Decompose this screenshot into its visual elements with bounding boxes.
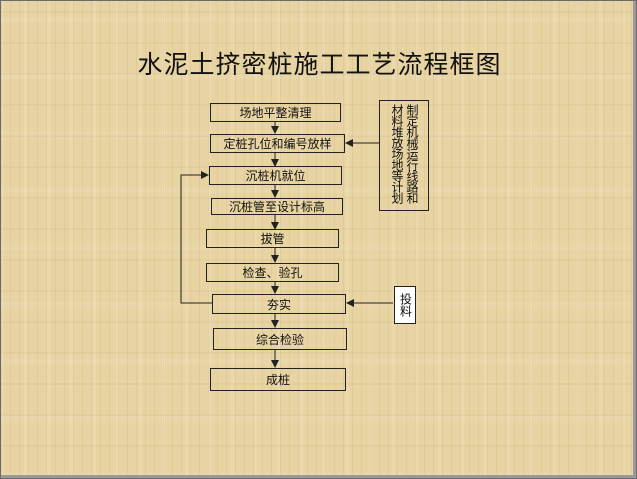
side-plan-col1: 制定机械运行线路和 — [405, 104, 419, 203]
loop-back-line — [180, 171, 212, 304]
side-feed-box: 投料 — [394, 286, 416, 324]
step-pile-machine-position: 沉桩机就位 — [209, 166, 342, 185]
step-pull-pipe: 拔管 — [206, 229, 339, 248]
step-sink-pipe: 沉桩管至设计标高 — [211, 198, 343, 215]
side-feed-label: 投料 — [398, 293, 413, 317]
side-plan-col2: 材料堆放场地等计划 — [390, 104, 404, 203]
step-inspect-hole: 检查、验孔 — [206, 263, 339, 282]
page-title: 水泥土挤密桩施工工艺流程框图 — [137, 50, 502, 79]
step-comprehensive-inspection: 综合检验 — [213, 328, 347, 350]
step-pile-layout: 定桩孔位和编号放样 — [210, 134, 345, 153]
side-plan-box: 制定机械运行线路和 材料堆放场地等计划 — [379, 100, 429, 211]
slide-shadow-right — [633, 1, 636, 478]
step-compaction: 夯实 — [212, 294, 346, 314]
step-site-leveling: 场地平整清理 — [210, 103, 341, 122]
step-pile-complete: 成桩 — [210, 368, 346, 391]
slide-shadow-bottom — [1, 475, 636, 478]
